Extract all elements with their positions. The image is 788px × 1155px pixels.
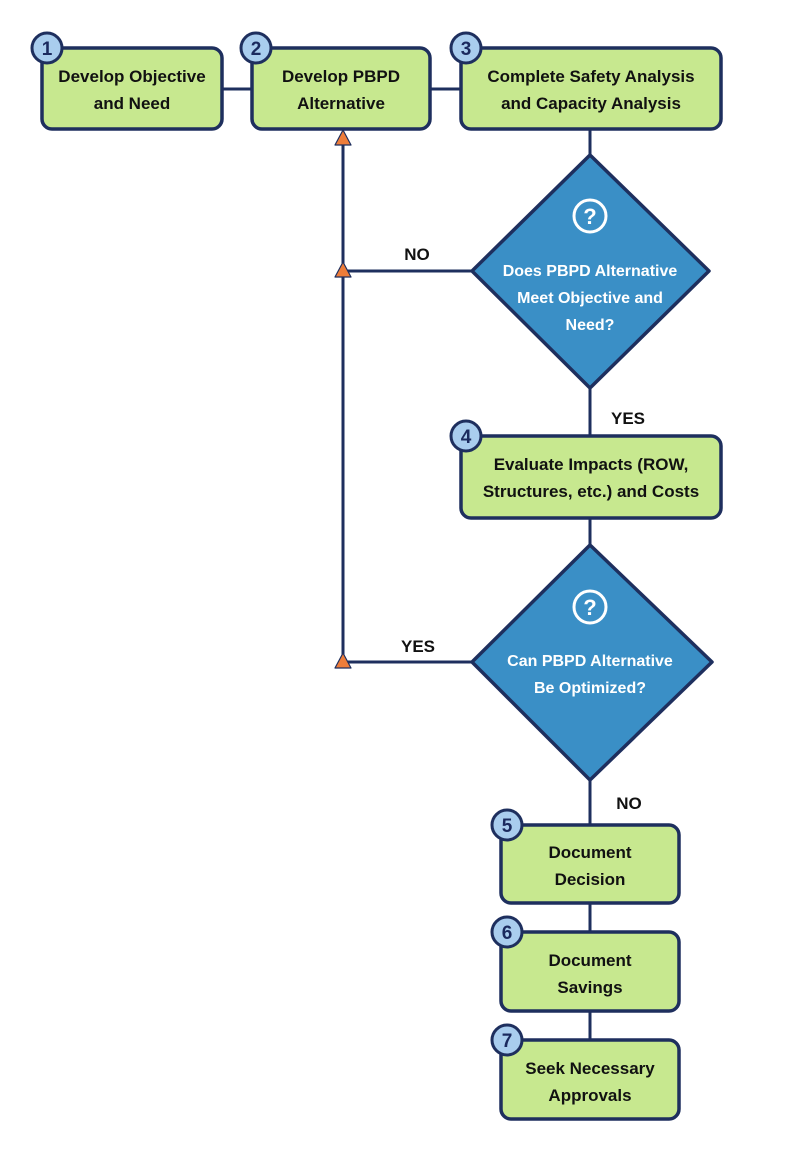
- step-6-line-1: Document: [548, 951, 631, 970]
- step-number-badge: [449, 419, 483, 453]
- step-box: [499, 930, 681, 1013]
- step-number-badge: [490, 808, 524, 842]
- step-1: Develop Objective and Need 1: [30, 31, 224, 131]
- step-box: [40, 46, 224, 131]
- step-2-number: 2: [251, 39, 262, 60]
- d2-yes-label: YES: [401, 637, 435, 656]
- step-3-line-2: and Capacity Analysis: [501, 94, 681, 113]
- step-box: [459, 434, 723, 520]
- decision-2: ? Can PBPD Alternative Be Optimized?: [470, 543, 714, 782]
- step-5: Document Decision 5: [490, 808, 681, 905]
- step-3-line-1: Complete Safety Analysis: [487, 67, 694, 86]
- d1-no-label: NO: [404, 245, 430, 264]
- arrow-up-icon: [334, 261, 352, 278]
- step-4: Evaluate Impacts (ROW, Structures, etc.)…: [449, 419, 723, 520]
- arrow-up-icon: [334, 129, 352, 146]
- question-icon-circle: [572, 589, 608, 625]
- decision-1: ? Does PBPD Alternative Meet Objective a…: [470, 153, 711, 390]
- question-icon: ?: [583, 595, 596, 620]
- step-4-line-2: Structures, etc.) and Costs: [483, 482, 699, 501]
- step-box: [250, 46, 432, 131]
- question-icon: ?: [583, 204, 596, 229]
- step-7: Seek Necessary Approvals 7: [490, 1023, 681, 1121]
- arrow-up-icon: [334, 652, 352, 669]
- step-1-line-2: and Need: [94, 94, 171, 113]
- step-6-line-2: Savings: [557, 978, 622, 997]
- decision-1-line-1: Does PBPD Alternative: [503, 263, 678, 280]
- step-5-number: 5: [502, 816, 513, 837]
- step-6-number: 6: [502, 923, 513, 944]
- step-5-line-2: Decision: [555, 870, 626, 889]
- d1-yes-label: YES: [611, 409, 645, 428]
- step-7-line-2: Approvals: [548, 1086, 631, 1105]
- step-box: [499, 823, 681, 905]
- step-number-badge: [30, 31, 64, 65]
- step-4-number: 4: [461, 427, 472, 448]
- connectors: [222, 87, 592, 1040]
- decision-1-line-3: Need?: [566, 317, 615, 334]
- step-1-line-1: Develop Objective: [58, 67, 205, 86]
- decision-diamond: [470, 543, 714, 782]
- d2-no-label: NO: [616, 794, 642, 813]
- decision-diamond: [470, 153, 711, 390]
- question-icon-circle: [572, 198, 608, 234]
- decision-2-line-2: Be Optimized?: [534, 680, 646, 697]
- step-box: [459, 46, 723, 131]
- step-5-line-1: Document: [548, 843, 631, 862]
- step-2: Develop PBPD Alternative 2: [239, 31, 432, 131]
- step-6: Document Savings 6: [490, 915, 681, 1013]
- step-number-badge: [490, 915, 524, 949]
- step-1-number: 1: [42, 39, 53, 60]
- step-number-badge: [490, 1023, 524, 1057]
- arrowheads: [334, 129, 352, 669]
- step-3-number: 3: [461, 39, 472, 60]
- step-2-line-2: Alternative: [297, 94, 385, 113]
- step-7-number: 7: [502, 1031, 513, 1052]
- decision-1-line-2: Meet Objective and: [517, 290, 663, 307]
- decision-2-line-1: Can PBPD Alternative: [507, 653, 673, 670]
- step-2-line-1: Develop PBPD: [282, 67, 400, 86]
- step-number-badge: [449, 31, 483, 65]
- step-4-line-1: Evaluate Impacts (ROW,: [494, 455, 689, 474]
- step-3: Complete Safety Analysis and Capacity An…: [449, 31, 723, 131]
- step-box: [499, 1038, 681, 1121]
- step-7-line-1: Seek Necessary: [525, 1059, 655, 1078]
- step-number-badge: [239, 31, 273, 65]
